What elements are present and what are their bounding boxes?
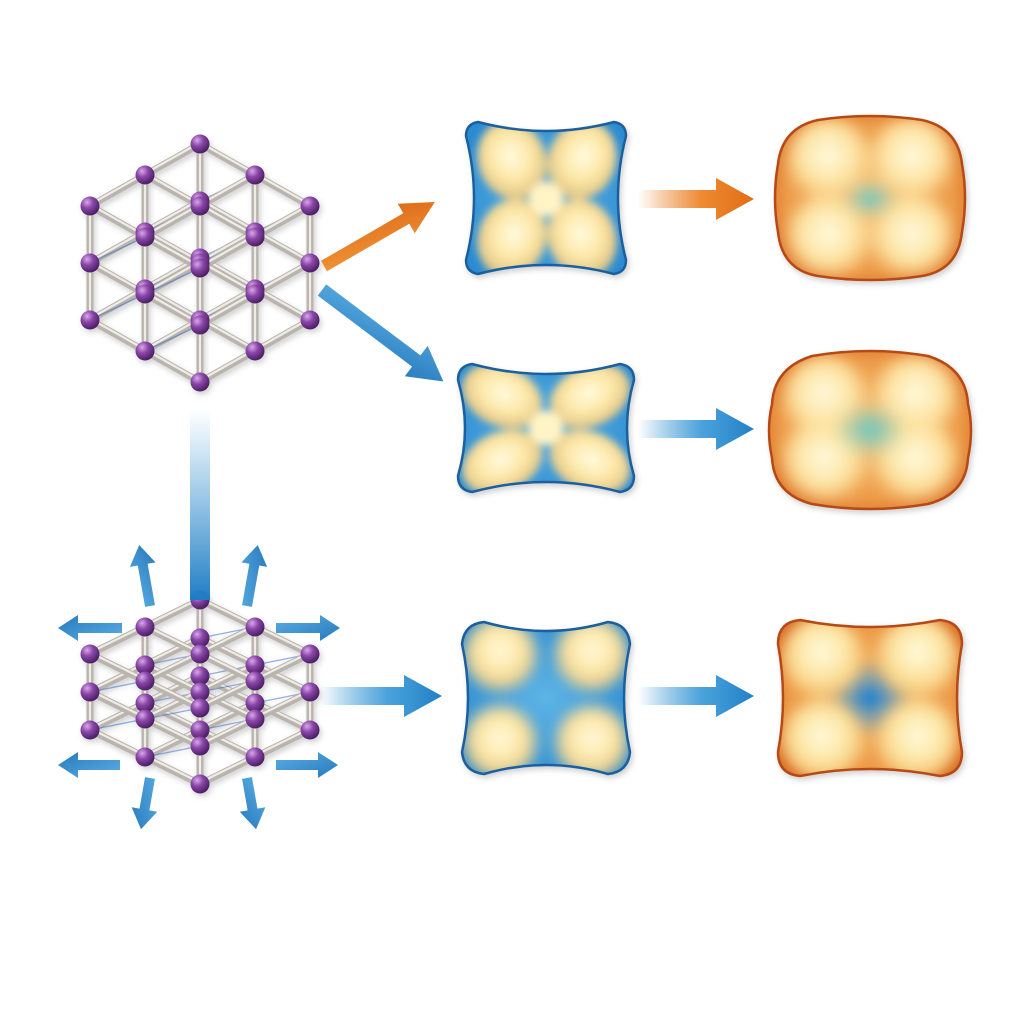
lattice-atom	[80, 253, 100, 273]
lattice-atom	[190, 258, 210, 278]
lattice-atom	[245, 671, 265, 691]
lattice-atom	[190, 666, 210, 686]
lattice-atom	[190, 720, 210, 740]
lattice-atom	[190, 682, 210, 702]
row2-orange-density-shape	[767, 349, 973, 511]
arrow-row1-to-final	[638, 178, 754, 220]
compact-crystal-lattice	[80, 134, 320, 392]
lattice-atom	[135, 709, 155, 729]
lattice-atom	[300, 310, 320, 330]
lattice-atom	[190, 774, 210, 794]
lattice-atom	[80, 682, 100, 702]
expansion-arrow	[276, 752, 338, 778]
lattice-atom	[190, 698, 210, 718]
expansion-arrow	[58, 752, 120, 778]
lattice-atom	[245, 617, 265, 637]
lattice-atom	[300, 682, 320, 702]
expansion-arrows	[58, 544, 340, 830]
lattice-atom	[300, 253, 320, 273]
row3-orange-density-shape	[776, 618, 964, 778]
arrow-orange-lattice-to-row1	[321, 202, 435, 272]
expansion-arrow	[129, 544, 156, 607]
lattice-atom	[190, 628, 210, 648]
lattice-atom	[80, 720, 100, 740]
lattice-atom	[190, 644, 210, 664]
lattice-atom	[135, 165, 155, 185]
lattice-atom	[300, 196, 320, 216]
lattice-atom	[135, 617, 155, 637]
lattice-atom	[80, 196, 100, 216]
row3-blue-density-shape	[460, 620, 632, 776]
arrow-lattice-to-row3	[320, 675, 442, 717]
lattice-atom	[245, 693, 265, 713]
lattice-atom	[245, 709, 265, 729]
lattice-atom	[135, 284, 155, 304]
expansion-arrow	[239, 777, 266, 830]
lattice-atom	[80, 310, 100, 330]
lattice-atom	[245, 341, 265, 361]
lattice-atom	[135, 227, 155, 247]
expansion-arrow	[276, 615, 340, 641]
lattice-atom	[135, 747, 155, 767]
lattice-atom	[135, 655, 155, 675]
lattice-atom	[245, 165, 265, 185]
row1-blue-density-shape	[464, 120, 628, 276]
lattice-atom	[245, 227, 265, 247]
lattice-atom	[300, 644, 320, 664]
lattice-atom	[135, 341, 155, 361]
expansion-arrow	[58, 615, 122, 641]
lattice-atom	[80, 644, 100, 664]
vertical-connector-bar	[190, 410, 210, 600]
lattice-atom	[245, 655, 265, 675]
lattice-atom	[135, 693, 155, 713]
lattice-atom	[190, 372, 210, 392]
expansion-arrow	[241, 544, 268, 607]
lattice-atom	[300, 720, 320, 740]
lattice-atom	[245, 747, 265, 767]
lattice-atom	[135, 671, 155, 691]
arrow-row2-to-final	[638, 408, 754, 450]
row2-blue-density-shape	[456, 362, 636, 494]
lattice-atom	[190, 315, 210, 335]
lattice-atom	[190, 196, 210, 216]
arrow-blue-lattice-to-row2	[317, 284, 444, 382]
arrow-row3-to-final	[638, 675, 754, 717]
row1-orange-density-shape	[773, 114, 967, 282]
expanded-crystal-lattice	[80, 590, 320, 794]
lattice-atom	[190, 134, 210, 154]
lattice-atom	[190, 736, 210, 756]
lattice-atom	[245, 284, 265, 304]
expansion-arrow	[131, 777, 158, 830]
